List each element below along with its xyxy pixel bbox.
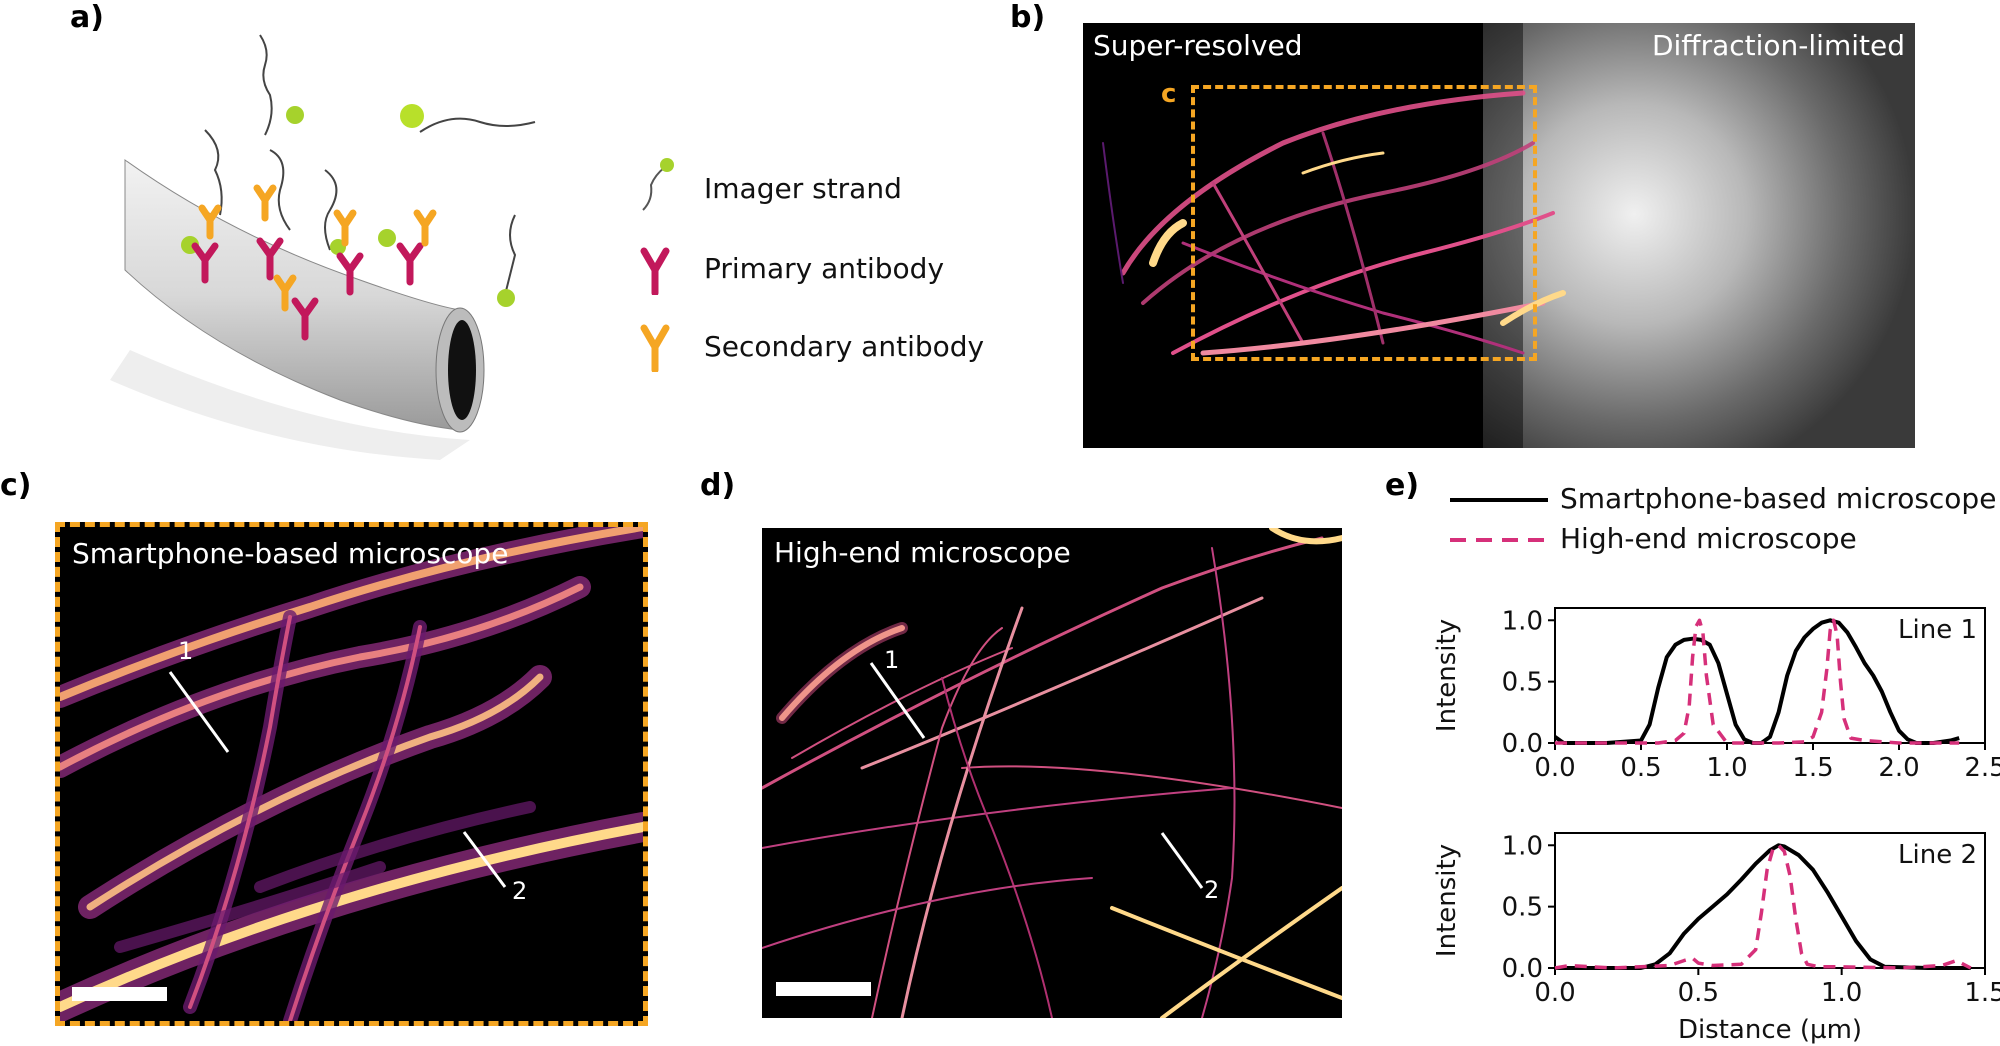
zoom-region-box [1191, 85, 1537, 361]
scale-bar [72, 987, 167, 1001]
zoom-region-label: c [1161, 79, 1177, 109]
y-tick-label: 0.5 [1502, 893, 1543, 923]
panel-label-b: b) [1010, 0, 1046, 35]
panel-c-image: Smartphone-based microscope 1 2 [55, 522, 648, 1026]
x-tick-label: 1.5 [1964, 978, 2000, 1008]
x-tick-label: 0.0 [1534, 753, 1575, 783]
y-tick-label: 1.0 [1502, 831, 1543, 861]
panel-label-c: c) [0, 468, 32, 503]
floating-imager-strands [204, 34, 536, 296]
line-profile-2 [1160, 832, 1204, 889]
x-tick-label: 2.5 [1964, 753, 2000, 783]
series-smartphone [1553, 618, 1960, 745]
panel-d-image: High-end microscope 1 2 [762, 528, 1342, 1018]
bound-antibodies [191, 184, 437, 341]
dna-paint-schematic [110, 34, 536, 460]
scale-bar [776, 982, 871, 996]
dye-dot-icon [286, 106, 304, 124]
x-tick-label: 2.0 [1878, 753, 1919, 783]
x-tick-label: 1.5 [1792, 753, 1833, 783]
panel-c-title: Smartphone-based microscope [72, 537, 509, 570]
legend-e-smartphone: Smartphone-based microscope [1560, 482, 1997, 515]
dye-dot-icon [378, 229, 396, 247]
smartphone-microscope-image [60, 527, 643, 1021]
line-label-1: 1 [178, 637, 194, 665]
legend-imager-strand: Imager strand [704, 172, 902, 205]
legend-secondary-antibody: Secondary antibody [704, 330, 985, 363]
x-tick-label: 0.5 [1678, 978, 1719, 1008]
y-axis-label: Intensity [1432, 844, 1462, 957]
series-smartphone [1555, 843, 1971, 970]
x-tick-label: 1.0 [1821, 978, 1862, 1008]
y-tick-label: 0.5 [1502, 668, 1543, 698]
y-tick-label: 1.0 [1502, 606, 1543, 636]
line-profile-2 [462, 831, 507, 888]
series-high-end [1555, 618, 1960, 745]
plot-frame [1554, 607, 1986, 744]
line-profile-1 [869, 662, 926, 739]
line-profile-1 [168, 671, 230, 753]
x-tick-label: 0.5 [1620, 753, 1661, 783]
dye-dot-icon [497, 289, 515, 307]
panel-label-d: d) [700, 468, 736, 503]
high-end-microscope-image [762, 528, 1342, 1018]
panel-b-image: Super-resolved Diffraction-limited c [1083, 23, 1915, 448]
tube-shadow [110, 350, 470, 460]
panel-label-e: e) [1385, 468, 1420, 503]
legend-e-highend: High-end microscope [1560, 522, 1857, 555]
y-tick-label: 0.0 [1502, 954, 1543, 984]
x-axis-label: Distance (µm) [1678, 1015, 1862, 1045]
secondary-antibody-icon [640, 324, 670, 372]
y-axis-label: Intensity [1432, 619, 1462, 732]
legend-e-swatches [1450, 498, 1548, 542]
line-label-2: 2 [512, 877, 528, 905]
legend-primary-antibody: Primary antibody [704, 252, 945, 285]
primary-antibody-icon [640, 247, 670, 295]
chart-annotation: Line 2 [1898, 840, 1977, 870]
chart-annotation: Line 1 [1898, 615, 1977, 645]
dye-dot-icon [400, 104, 424, 128]
imager-strand-icon [642, 158, 674, 211]
line-profile-chart-1: 0.0 0.5 1.0 1.5 2.0 2.5 0.0 0.5 1.0 Intensity Line… [1432, 606, 2000, 783]
x-tick-label: 0.0 [1534, 978, 1575, 1008]
x-tick-label: 1.0 [1706, 753, 1747, 783]
y-tick-label: 0.0 [1502, 729, 1543, 759]
super-resolved-vs-diffraction-image [1102, 23, 1915, 448]
panel-d-title: High-end microscope [774, 536, 1071, 569]
line-label-2: 2 [1204, 876, 1220, 904]
panel-b-right-title: Diffraction-limited [1651, 29, 1905, 62]
series-high-end [1554, 843, 1972, 970]
panel-label-a: a) [70, 0, 104, 35]
panel-b-left-title: Super-resolved [1093, 29, 1303, 62]
plot-frame [1554, 832, 1986, 969]
line-label-1: 1 [884, 646, 900, 674]
